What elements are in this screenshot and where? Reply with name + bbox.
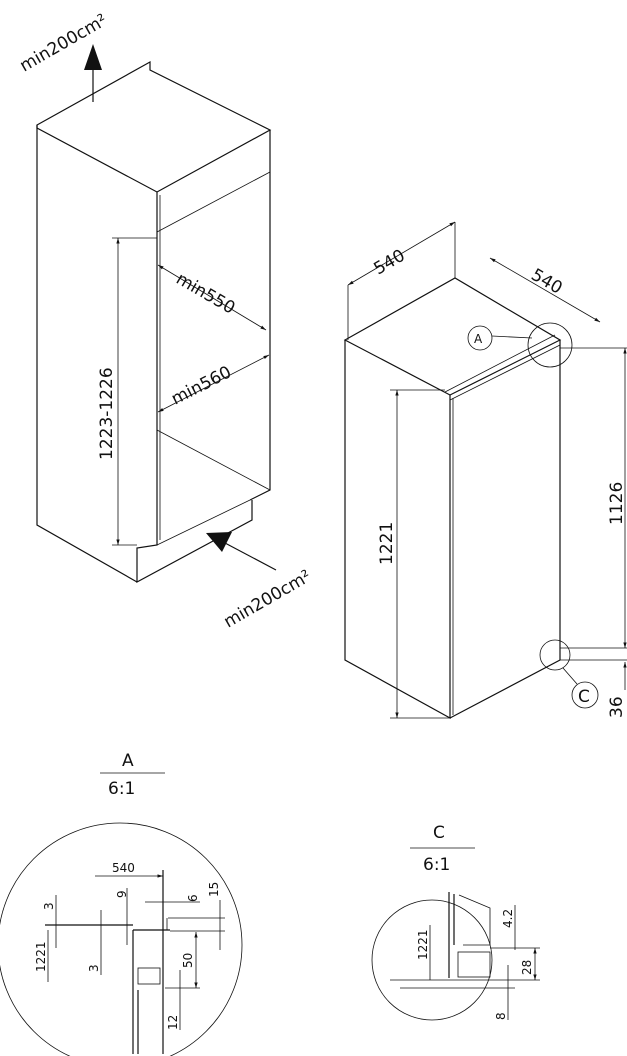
dim-50: 50 [181, 953, 195, 968]
dim-3-top: 3 [42, 902, 56, 910]
width-label: 540 [528, 265, 566, 299]
vent-bottom-label: min200cm² [221, 566, 315, 632]
dim-28: 28 [520, 960, 534, 975]
dim-6: 6 [186, 894, 200, 902]
depth-min-label: min550 [173, 269, 239, 319]
detail-a: A 6:1 540 9 6 15 3 3 1221 50 12 [0, 751, 243, 1056]
dim-12: 12 [166, 1015, 180, 1030]
detail-c-title: C [433, 823, 445, 843]
depth-label: 540 [371, 246, 409, 280]
detail-a-scale: 6:1 [108, 779, 135, 799]
dim-1221-c: 1221 [416, 929, 430, 960]
width-min-dimension: min560 [157, 354, 270, 413]
appliance-body: 540 540 1221 1126 36 A C [343, 221, 627, 720]
niche-height-label: 1223-1226 [97, 367, 117, 460]
dim-4-2: 4.2 [501, 909, 515, 928]
bottom-offset-label: 36 [607, 696, 627, 718]
detail-c-scale: 6:1 [423, 855, 450, 875]
detail-a-marker: A [474, 332, 483, 346]
dim-3-bottom: 3 [87, 964, 101, 972]
dim-9: 9 [115, 890, 129, 898]
vent-top-arrow: min200cm² [17, 10, 111, 102]
niche-height-dimension: 1223-1226 [97, 237, 157, 546]
depth-min-dimension: min550 [157, 264, 267, 331]
dim-540: 540 [112, 861, 135, 875]
cabinet-niche [36, 60, 272, 584]
detail-c: C 6:1 1221 4.2 28 8 [371, 823, 540, 1021]
detail-c-marker: C [578, 687, 590, 707]
height-label: 1221 [377, 522, 397, 565]
vent-bottom-arrow: min200cm² [206, 532, 315, 632]
door-height-label: 1126 [607, 482, 627, 525]
width-min-label: min560 [168, 362, 235, 409]
detail-a-title: A [122, 751, 134, 771]
dim-15: 15 [207, 882, 221, 897]
dim-1221: 1221 [34, 941, 48, 972]
dim-8: 8 [494, 1012, 508, 1020]
